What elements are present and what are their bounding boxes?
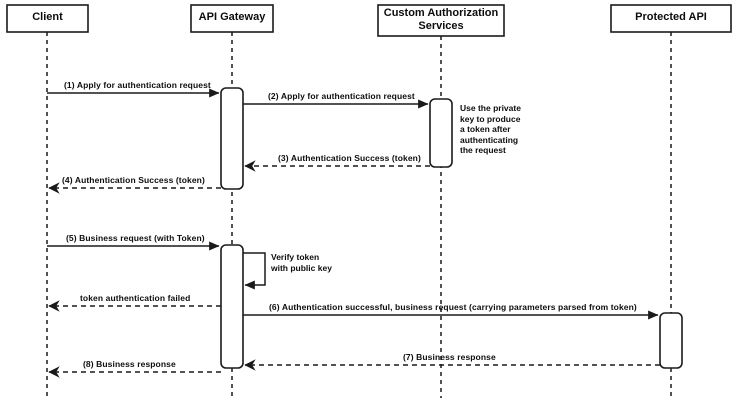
note-private-key: Use the private key to produce a token a… [460, 103, 521, 155]
message-arrow-self-verify [243, 252, 266, 290]
message-label-3: (3) Authentication Success (token) [278, 153, 421, 163]
message-label-2: (2) Apply for authentication request [268, 91, 415, 101]
message-label-5: (5) Business request (with Token) [66, 233, 205, 243]
activation-api-gateway-auth [220, 87, 244, 190]
message-label-token-auth-failed: token authentication failed [80, 293, 191, 303]
participant-label-custom-authorization-services: Custom Authorization Services [383, 7, 499, 32]
participant-label-client: Client [32, 11, 63, 23]
activation-custom-authorization-services [429, 98, 453, 168]
participant-label-protected-api: Protected API [635, 11, 707, 23]
activation-bars [220, 87, 683, 369]
participant-boxes [6, 4, 732, 37]
message-label-4: (4) Authentication Success (token) [62, 175, 205, 185]
message-label-6: (6) Authentication successful, business … [269, 302, 637, 312]
note-verify-token: Verify token with public key [271, 252, 332, 273]
message-label-8: (8) Business response [83, 359, 176, 369]
activation-protected-api [659, 312, 683, 369]
message-label-7: (7) Business response [403, 352, 496, 362]
activation-api-gateway-business [220, 244, 244, 369]
message-label-1: (1) Apply for authentication request [64, 80, 211, 90]
participant-label-api-gateway: API Gateway [198, 11, 266, 23]
participant-box-protected-api [610, 4, 732, 33]
